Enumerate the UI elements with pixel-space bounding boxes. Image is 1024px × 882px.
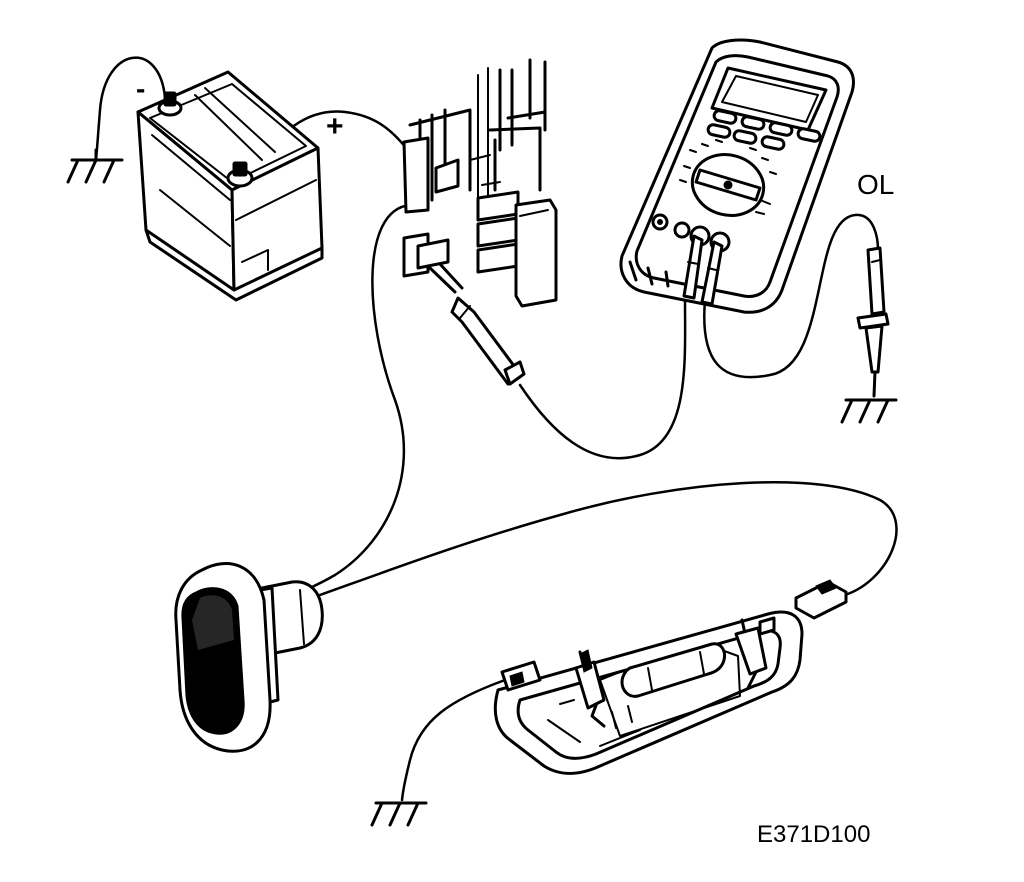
connector-icon xyxy=(794,579,848,620)
meter-reading-label: OL xyxy=(857,169,894,200)
battery-negative-wire xyxy=(94,56,167,162)
switch-to-lamp-wire xyxy=(318,481,898,597)
lamp-icon xyxy=(493,610,804,775)
meter-lead-left xyxy=(518,298,687,460)
meter-lead-right xyxy=(703,213,880,379)
ground-icon xyxy=(840,398,898,424)
multimeter-icon xyxy=(619,38,855,314)
figure-code-label: E371D100 xyxy=(757,821,870,848)
ground-icon xyxy=(370,801,428,827)
battery-icon xyxy=(136,70,324,302)
fuse-to-switch-wire xyxy=(293,203,412,597)
lamp-ground-wire xyxy=(400,678,507,802)
fuse-box-icon xyxy=(402,58,558,308)
probe-icon xyxy=(856,246,890,398)
battery-negative-label: - xyxy=(136,73,145,104)
battery-positive-label: + xyxy=(326,110,344,143)
probe-icon xyxy=(428,262,526,386)
switch-icon xyxy=(174,562,324,753)
ground-icon xyxy=(66,148,124,184)
